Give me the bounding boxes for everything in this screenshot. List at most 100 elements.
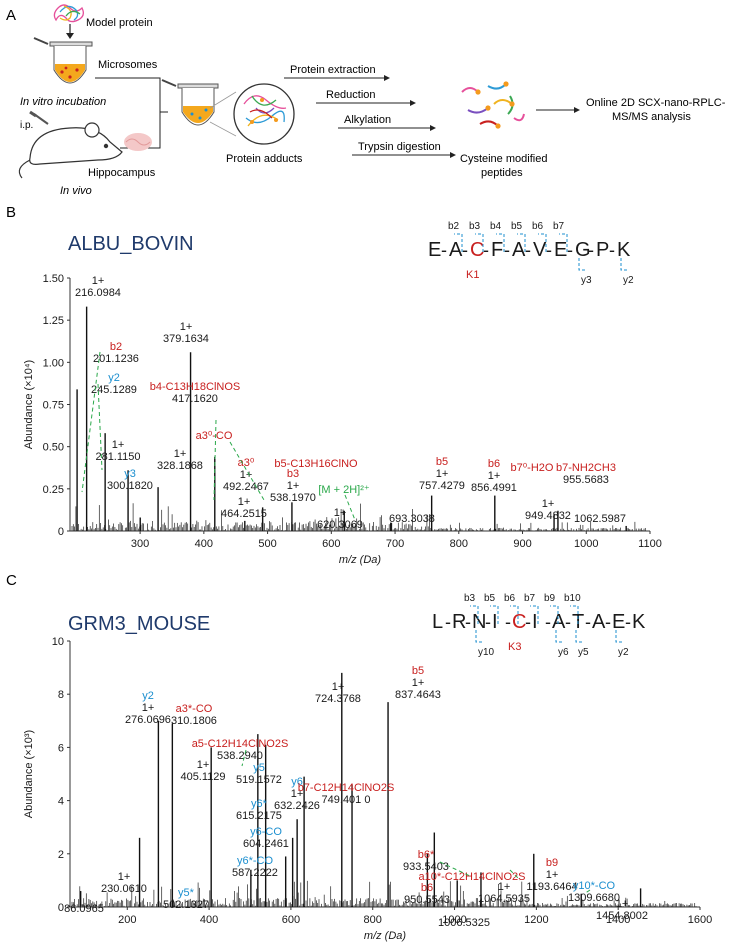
sequence-dash: - [441, 240, 447, 260]
mz-label: 328.1868 [157, 460, 203, 472]
peak-annotation: y5*502.1327 [163, 887, 209, 911]
charge-label: 1+ [546, 869, 559, 881]
peak-annotation: y21+276.0696 [125, 690, 171, 726]
b-ion-label: b9 [544, 593, 556, 604]
peak-annotation: b7⁰-H2O [511, 462, 554, 474]
mz-label: 949.4832 [525, 510, 571, 522]
peak-annotation: b51+757.4279 [419, 456, 465, 492]
x-tick-label: 800 [450, 538, 468, 550]
ion-label: b2 [110, 341, 122, 353]
peak-annotation: 1+216.0984 [75, 275, 121, 299]
annotation-connector [213, 419, 217, 501]
ip-label: i.p. [20, 120, 33, 131]
sequence-residue: K [617, 239, 631, 261]
sequence-dash: - [588, 240, 594, 260]
annotation-connector [241, 749, 247, 767]
y-tick-label: 0 [58, 902, 64, 914]
y-ion-label: y10 [478, 647, 495, 658]
annotation-connector [229, 441, 265, 501]
sequence-residue: I [492, 611, 498, 633]
mz-label: 856.4991 [471, 482, 517, 494]
y-axis-label: Abundance (×10³) [23, 730, 35, 818]
y-ion-bracket [575, 630, 584, 643]
ion-label: b6 [421, 882, 433, 894]
spectrum-noise [71, 503, 646, 531]
ion-label: y2 [108, 372, 120, 384]
ion-label: y6 [291, 776, 303, 788]
b-ion-bracket [570, 605, 579, 624]
cys-peptides-line1: Cysteine modified [460, 153, 547, 165]
mz-label: 310.1806 [171, 715, 217, 727]
in-vivo-label: In vivo [60, 185, 92, 197]
zoom-lines [209, 91, 237, 137]
peak-annotation: y6*615.2175 [236, 798, 282, 822]
peak-annotation: b91+1193.6464 [526, 857, 577, 893]
sequence-dash: - [585, 612, 591, 632]
model-protein-label: Model protein [86, 17, 153, 29]
brain-icon [124, 133, 152, 151]
y-ion-label: y5 [578, 647, 589, 658]
mz-label: 417.1620 [172, 393, 218, 405]
b-ion-label: b7 [524, 593, 536, 604]
sequence-dash: - [546, 240, 552, 260]
ion-label: y5* [178, 887, 195, 899]
annotation-connector [97, 383, 103, 471]
hippocampus-label: Hippocampus [88, 167, 156, 179]
step-trypsin-digestion: Trypsin digestion [358, 141, 441, 153]
mz-label: 604.2461 [243, 838, 289, 850]
process-arrowheads [384, 75, 456, 158]
charge-label: 1+ [488, 470, 501, 482]
mz-label: 620.3069 [317, 519, 363, 531]
charge-label: 1+ [616, 898, 629, 910]
sequence-residue: K [632, 611, 646, 633]
x-tick-label: 1000 [574, 538, 598, 550]
ion-label: a5-C12H14ClNO2S [192, 738, 289, 750]
sequence-dash: - [625, 612, 631, 632]
ion-label: [M + 2H]²⁺ [318, 484, 370, 496]
y-tick-label: 2 [58, 849, 64, 861]
charge-label: 1+ [92, 275, 105, 287]
ion-label: y2 [142, 690, 154, 702]
b-ion-bracket [517, 233, 526, 252]
mz-label: 757.4279 [419, 480, 465, 492]
step-protein-extraction: Protein extraction [290, 64, 376, 76]
ion-label: b7-NH2CH3 [556, 462, 616, 474]
peak-annotation: b31+538.1970 [270, 468, 316, 504]
x-tick-label: 1000 [442, 914, 466, 926]
ion-label: b7⁰-H2O [511, 462, 554, 474]
mz-label: 1062.5987 [574, 513, 626, 525]
ion-label: b6 [488, 458, 500, 470]
mz-label: 615.2175 [236, 810, 282, 822]
charge-label: 1+ [436, 468, 449, 480]
x-tick-label: 1100 [638, 538, 662, 550]
sequence-residue: V [533, 239, 547, 261]
ion-label: a10*-C12H14ClNO2S [419, 871, 526, 883]
b-ion-label: b5 [484, 593, 496, 604]
mz-label: 216.0984 [75, 287, 121, 299]
panel-label-b: B [6, 204, 16, 221]
y-ion-label: y2 [623, 275, 634, 286]
b-ion-label: b7 [553, 221, 565, 232]
sequence-residue: P [596, 239, 609, 261]
y-tick-label: 6 [58, 742, 64, 754]
x-axis-label: m/z (Da) [364, 930, 407, 942]
mz-label: 933.5403 [403, 861, 449, 873]
final-arrowhead [574, 107, 580, 113]
charge-label: 1+ [498, 881, 511, 893]
sequence-dash: - [465, 612, 471, 632]
sequence-dash: - [505, 612, 511, 632]
x-tick-label: 300 [131, 538, 149, 550]
charge-label: 1+ [238, 496, 251, 508]
b-ion-bracket [530, 605, 539, 624]
mz-label: 245.1289 [91, 384, 137, 396]
mz-label: 276.0696 [125, 714, 171, 726]
y-ion-bracket [578, 258, 587, 271]
